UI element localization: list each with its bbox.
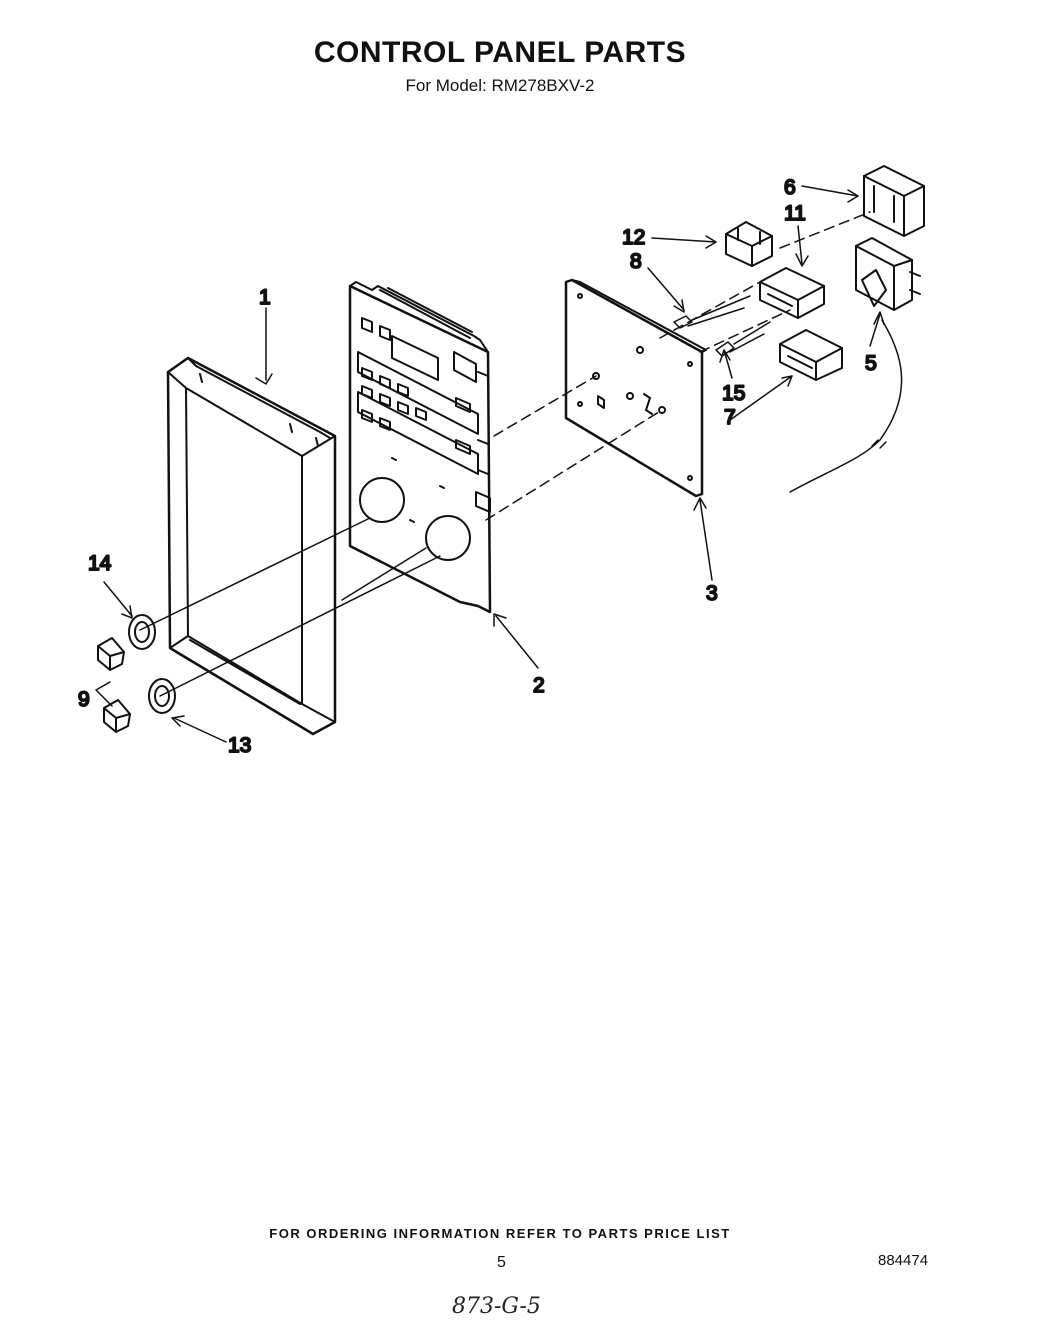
callout-3: 3 [706, 582, 718, 605]
callout-9: 9 [78, 688, 90, 711]
callout-11: 11 [784, 202, 806, 225]
model-subtitle: For Model: RM278BXV-2 [405, 76, 595, 95]
page-number: 5 [497, 1254, 506, 1271]
handwritten-note: 873-G-5 [452, 1294, 541, 1319]
page-title: CONTROL PANEL PARTS [313, 36, 687, 69]
wire-connectors [673, 295, 771, 357]
callout-12: 12 [622, 226, 645, 249]
fuse-holder [863, 165, 925, 237]
knob-assembly-lines [139, 517, 441, 697]
assembly-lines [485, 211, 871, 521]
callout-5: 5 [865, 352, 877, 375]
callout-13: 13 [228, 734, 251, 757]
control-panel-frame [166, 356, 337, 736]
callout-15: 15 [722, 382, 745, 405]
timer-motor [789, 237, 921, 493]
callout-14: 14 [88, 552, 112, 575]
callout-8: 8 [630, 250, 642, 273]
callout-2: 2 [533, 674, 545, 697]
callout-7: 7 [724, 406, 736, 429]
callout-1: 1 [259, 286, 271, 309]
mounting-plate [564, 278, 707, 498]
control-knobs [97, 637, 131, 733]
callout-6: 6 [784, 176, 796, 199]
leader-lines [95, 185, 885, 743]
switch-block-upper [759, 267, 825, 319]
knob-bezel-rings [128, 614, 176, 714]
control-panel-board [348, 281, 492, 614]
document-number: 884474 [878, 1252, 929, 1269]
relay-component [725, 221, 773, 267]
switch-block-lower [779, 329, 843, 381]
ordering-information-note: FOR ORDERING INFORMATION REFER TO PARTS … [269, 1226, 731, 1241]
